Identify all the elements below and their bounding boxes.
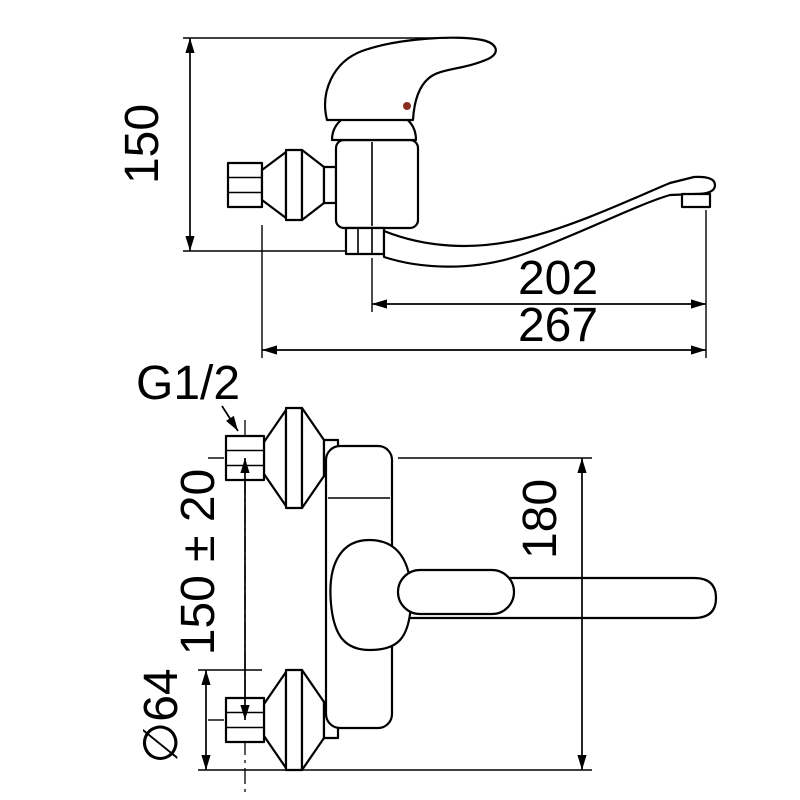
dim-height-150: 150 [116,104,169,184]
front-view-dimensions: G1/2 150 ± 20 180 ∅64 [135,357,592,771]
side-view-dimensions: 150 202 267 [116,37,707,358]
side-view-body [334,138,420,230]
side-view-lever [324,36,497,122]
side-view-wall-nut [226,161,264,209]
dim-mount-height-180: 180 [514,479,567,559]
side-view-spout-nut [344,226,386,256]
faucet-side-view [226,36,717,268]
thread-label: G1/2 [136,357,240,410]
side-view-escutcheon [260,148,338,222]
front-view-top-union [224,406,340,510]
dim-spout-reach-202: 202 [518,252,598,305]
front-view-bottom-union [224,668,340,772]
faucet-front-view [224,406,718,794]
dim-flange-diameter: ∅64 [135,668,188,763]
dim-center-distance: 150 ± 20 [172,469,225,656]
side-view-spout [382,175,717,268]
dim-overall-267: 267 [518,299,598,352]
thread-leader-line [221,405,239,432]
side-view-aerator [680,192,712,209]
side-view-handle-dot [403,102,411,110]
front-view-lever [396,568,516,616]
